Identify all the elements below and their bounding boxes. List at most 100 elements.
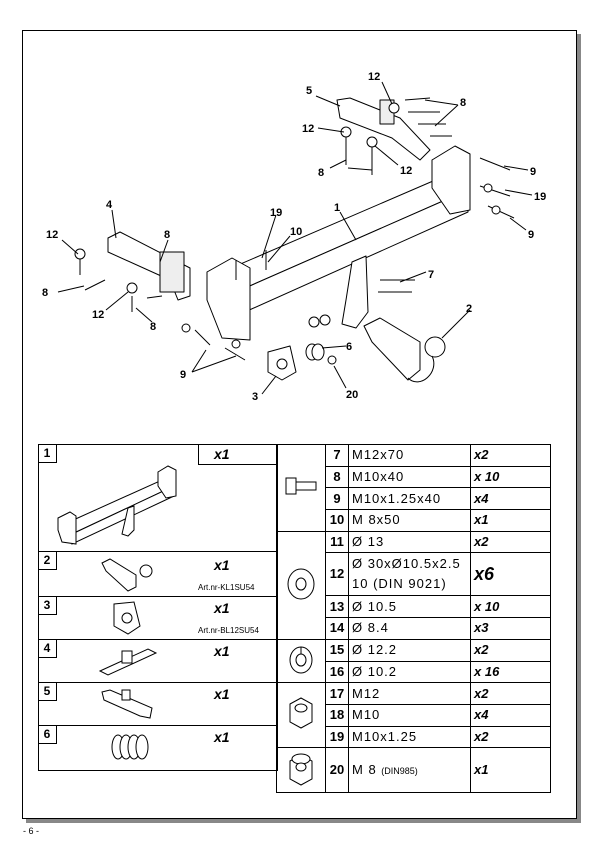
callout-19: 19: [534, 191, 546, 203]
callout-3: 3: [252, 391, 258, 403]
part-spec: M10x1.25x40: [348, 487, 471, 511]
part-spec: M12: [348, 682, 471, 705]
nut-icon-cell: [276, 682, 326, 749]
part-spec: M10: [348, 703, 471, 727]
callout-6: 6: [346, 341, 352, 353]
part-number: 16: [325, 660, 349, 684]
part-spec: M10x40: [348, 465, 471, 489]
part-spec: Ø 12.2: [348, 638, 471, 662]
callout-10: 10: [290, 226, 302, 238]
part-quantity: x4: [470, 487, 551, 511]
callout-12: 12: [400, 165, 412, 177]
part-spec-main: M 8: [352, 761, 377, 777]
callout-8: 8: [164, 229, 170, 241]
part-spec: Ø 13: [348, 530, 471, 554]
part-number: 18: [325, 703, 349, 727]
part-quantity: x2: [470, 444, 551, 467]
part-quantity: x2: [470, 530, 551, 554]
part-row-4: 4 x1: [38, 639, 276, 683]
part-quantity: x2: [470, 682, 551, 705]
tow-ball-part: [363, 317, 446, 383]
part-spec: Ø 10.5: [348, 595, 471, 619]
callout-19: 19: [270, 207, 282, 219]
part-number: 3: [38, 596, 57, 615]
part-number: 5: [38, 682, 57, 701]
part-number: 2: [38, 551, 57, 570]
crossbar-part: [206, 145, 471, 341]
part-spec-line-2: 10 (DIN 9021): [352, 576, 447, 592]
callout-4: 4: [106, 199, 113, 211]
part-number: 14: [325, 617, 349, 640]
part-quantity: x1: [214, 729, 230, 745]
part-spec: Ø 8.4: [348, 617, 471, 640]
part-quantity: x 16: [470, 660, 551, 684]
lock-nut-icon: [289, 753, 313, 786]
part-quantity: x1: [214, 446, 230, 462]
part-quantity: x2: [470, 638, 551, 662]
page-number: - 6 -: [23, 826, 40, 836]
part-spec: M10x1.25: [348, 725, 471, 749]
callout-12: 12: [46, 229, 58, 241]
crossbar-thumbnail: [57, 465, 177, 545]
bracket-5-thumbnail: [101, 689, 153, 719]
bolt-icon-cell: [276, 444, 326, 532]
part-row-5: 5 x1: [38, 682, 276, 726]
part-number: 12: [325, 552, 349, 597]
article-number: Art.nr-BL12SU54: [198, 626, 259, 635]
spring-part: [305, 343, 325, 361]
part-row-1: 1 x1: [38, 444, 277, 552]
part-number: 9: [325, 487, 349, 511]
part-quantity: x1: [470, 747, 551, 794]
part-quantity: x3: [470, 617, 551, 640]
part-quantity: x4: [470, 703, 551, 727]
bracket-5-part: [336, 97, 431, 161]
part-number: 4: [38, 639, 57, 658]
part-number: 6: [38, 725, 57, 744]
part-number: 10: [325, 509, 349, 532]
callout-9: 9: [530, 166, 536, 178]
part-spec: Ø 10.2: [348, 660, 471, 684]
part-quantity: x2: [470, 725, 551, 749]
spring-washer-icon: [289, 646, 313, 673]
part-row-3: 3 x1 Art.nr-BL12SU54: [38, 596, 276, 640]
part-number: 11: [325, 530, 349, 554]
callout-8: 8: [150, 321, 156, 333]
part-quantity: x1: [214, 643, 230, 659]
part-quantity: x1: [214, 557, 230, 573]
callout-9: 9: [528, 229, 534, 241]
socket-plate-thumbnail: [113, 601, 141, 635]
callout-8: 8: [318, 167, 324, 179]
callout-8: 8: [42, 287, 48, 299]
callout-9: 9: [180, 369, 186, 381]
part-quantity: x 10: [470, 595, 551, 619]
callout-2: 2: [466, 303, 472, 315]
part-spec: M 8 (DIN985): [348, 747, 471, 794]
callout-8: 8: [460, 97, 466, 109]
part-row-2: 2 x1 Art.nr-KL1SU54: [38, 551, 276, 597]
bracket-4-part: [107, 231, 191, 301]
bracket-4-thumbnail: [98, 648, 158, 676]
part-quantity: x6: [470, 552, 551, 597]
tow-ball-thumbnail: [101, 558, 153, 592]
spring-thumbnail: [111, 734, 149, 760]
callout-5: 5: [306, 85, 312, 97]
part-number: 8: [325, 465, 349, 489]
part-number: 20: [325, 747, 349, 794]
part-spec: M 8x50: [348, 509, 471, 532]
bolt-groups: [74, 97, 515, 365]
callout-7: 7: [428, 269, 434, 281]
lock-nut-icon-cell: [276, 747, 326, 794]
bolt-icon: [285, 477, 317, 495]
part-spec: M12x70: [348, 444, 471, 467]
part-number: 19: [325, 725, 349, 749]
part-number: 7: [325, 444, 349, 467]
callout-12: 12: [92, 309, 104, 321]
article-number: Art.nr-KL1SU54: [198, 583, 255, 592]
spring-washer-icon-cell: [276, 638, 326, 684]
part-quantity: x1: [214, 600, 230, 616]
part-quantity: x1: [214, 686, 230, 702]
part-number: 17: [325, 682, 349, 705]
washer-icon-cell: [276, 530, 326, 640]
part-spec-note: (DIN985): [381, 765, 418, 776]
